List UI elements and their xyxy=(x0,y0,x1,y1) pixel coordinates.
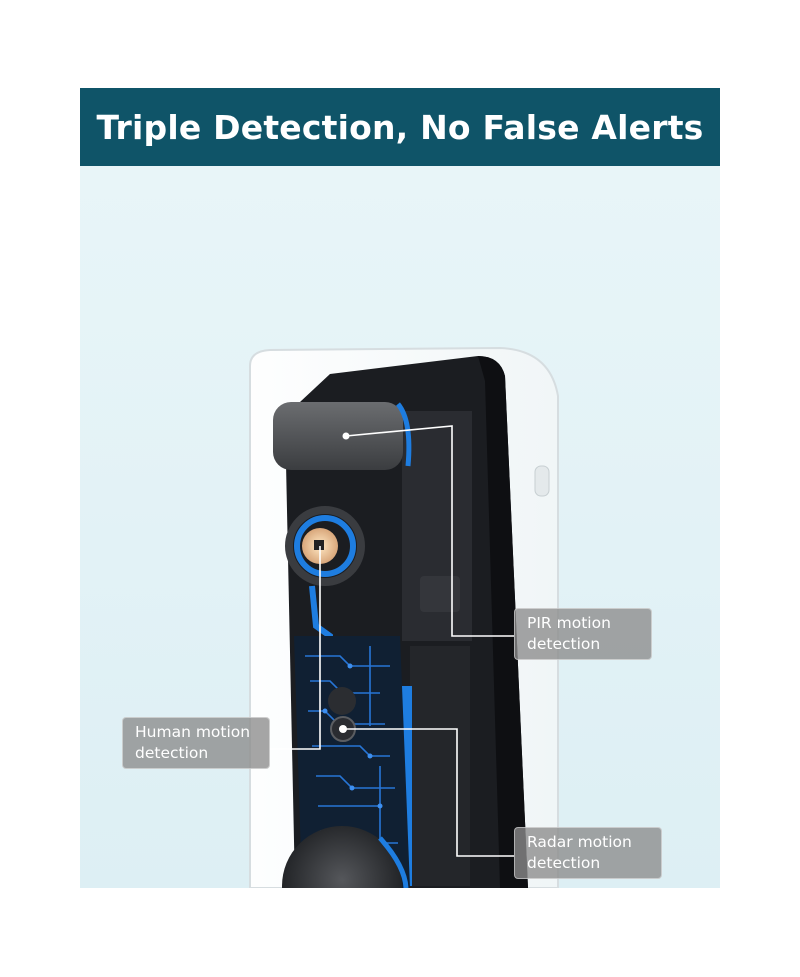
pir-callout-line2: detection xyxy=(527,635,601,653)
product-card: Triple Detection, No False Alerts xyxy=(80,88,720,888)
radar-callout-line1: Radar motion xyxy=(527,833,632,851)
title-banner: Triple Detection, No False Alerts xyxy=(80,88,720,166)
banner-title: Triple Detection, No False Alerts xyxy=(96,107,704,147)
human-motion-callout: Human motion detection xyxy=(122,717,270,769)
radar-motion-callout: Radar motion detection xyxy=(514,827,662,879)
pir-motion-callout: PIR motion detection xyxy=(514,608,652,660)
device-illustration: PIR motion detection Human motion detect… xyxy=(80,166,720,888)
human-callout-line1: Human motion xyxy=(135,723,251,741)
human-callout-line2: detection xyxy=(135,744,209,762)
pir-callout-line1: PIR motion xyxy=(527,614,611,632)
doorbell-cutaway-image xyxy=(249,346,559,888)
radar-callout-line2: detection xyxy=(527,854,601,872)
